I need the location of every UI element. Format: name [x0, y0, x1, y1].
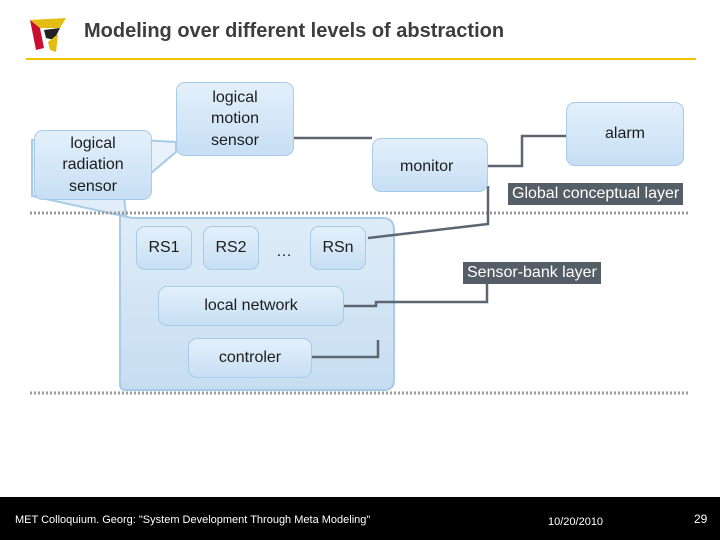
sensor-rsn: RSn [310, 226, 366, 270]
sensor-bank-layer-label: Sensor-bank layer [463, 262, 601, 284]
monitor-label: monitor [400, 158, 454, 175]
page-number: 29 [694, 512, 708, 526]
connector-monitor-alarm [488, 134, 566, 168]
sensor-rs1: RS1 [136, 226, 192, 270]
global-conceptual-layer-label: Global conceptual layer [508, 183, 684, 205]
monitor-box [372, 138, 488, 192]
connector-controler-right [312, 340, 380, 359]
connector-monitor-sensors [367, 186, 490, 240]
title-divider [26, 58, 696, 60]
footer-date: 10/20/2010 [548, 516, 604, 528]
controler-box: controler [188, 338, 312, 378]
logical-motion-sensor-box: logical motion sensor [176, 82, 294, 156]
connector-network-right [344, 270, 489, 308]
page-title: Modeling over different levels of abstra… [84, 20, 505, 42]
logical-radiation-sensor-box: logical radiation sensor [34, 130, 152, 200]
alarm-box: alarm [566, 102, 684, 166]
sensor-ellipsis: … [276, 243, 292, 260]
sensor-rs2: RS2 [203, 226, 259, 270]
local-network-box: local network [158, 286, 344, 326]
footer-citation: MET Colloquium. Georg: "System Developme… [15, 514, 371, 526]
logo-icon [30, 18, 66, 52]
footer-bar: MET Colloquium. Georg: "System Developme… [0, 497, 720, 540]
